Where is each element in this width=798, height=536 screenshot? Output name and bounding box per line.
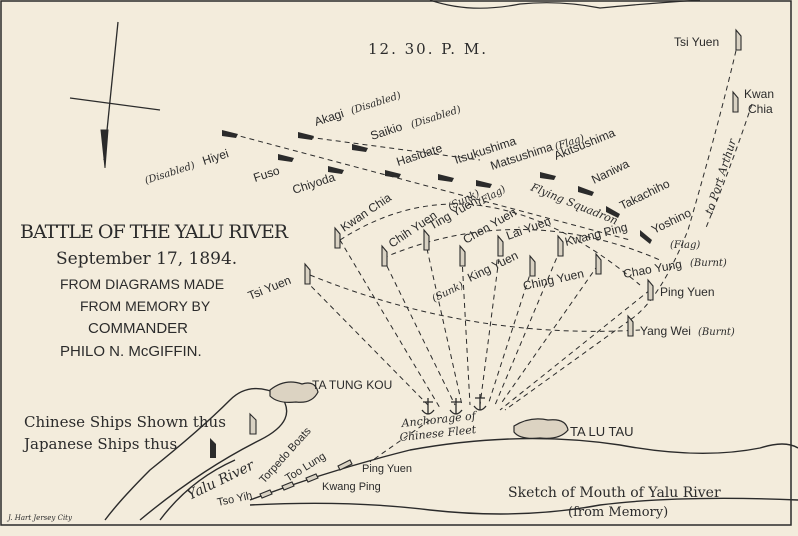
ship-kwan-chia: [334, 226, 341, 249]
label-ping-yuen: Ping Yuen: [660, 285, 715, 299]
ship-hiyei: [222, 130, 238, 138]
ship-chen-yuen: [497, 234, 504, 257]
ship-tsi-yuen: [304, 262, 311, 285]
ship-saikio: [352, 144, 368, 152]
ship-matsushima: [476, 180, 492, 188]
legend-chinese-ship: [249, 412, 257, 435]
top-coastline: [429, 0, 701, 9]
label-chao-yung-note: (Burnt): [690, 258, 727, 269]
ship-king-yuen: [459, 244, 466, 267]
compass-icon: [69, 21, 161, 169]
ship-itsukushima: [438, 174, 454, 182]
engraver-credit: J. Hart Jersey City: [6, 514, 73, 522]
ta-lu-tau-island: [513, 418, 569, 439]
ship-chiyoda: [328, 166, 344, 174]
ship-kwan-chia-top: [732, 90, 739, 113]
ship-yang-wei: [627, 314, 634, 337]
legend-chinese-label: Chinese Ships Shown thus: [24, 413, 226, 431]
ta-tung-kou-island: [269, 381, 319, 403]
sketch-subtitle: (from Memory): [568, 505, 668, 520]
place-ta-tung-kou: TA TUNG KOU: [312, 378, 392, 392]
ship-kwang-ping: [595, 252, 602, 275]
title-line-4: PHILO N. McGIFFIN.: [60, 343, 202, 360]
ship-yoshino: [640, 230, 652, 244]
ship-chih-yuen: [423, 228, 430, 251]
torpedo-boat-1: [259, 489, 273, 499]
place-ping-yuen-boat: Ping Yuen: [362, 463, 412, 475]
chinese-ships: [249, 28, 742, 499]
title-date: September 17, 1894.: [56, 249, 237, 269]
title-line-1: FROM DIAGRAMS MADE: [60, 276, 224, 292]
title-main: BATTLE OF THE YALU RIVER: [20, 221, 289, 243]
title-line-2: FROM MEMORY BY: [80, 298, 211, 314]
ship-naniwa: [578, 186, 594, 196]
place-ta-lu-tau: TA LU TAU: [570, 424, 634, 439]
boat-ping-yuen: [337, 459, 353, 471]
sketch-title: Sketch of Mouth of Yalu River: [508, 485, 721, 501]
ship-hasidate: [385, 170, 401, 178]
place-kwang-ping-boat: Kwang Ping: [322, 481, 381, 493]
torpedo-boat-2: [281, 481, 295, 491]
ship-fuso: [278, 154, 294, 162]
label-tsi-yuen-top: Tsi Yuen: [674, 35, 719, 49]
ship-tracks: [231, 41, 753, 463]
label-yoshino-note: (Flag): [670, 240, 700, 251]
ship-lai-yuen: [557, 234, 564, 257]
ship-ching-yuen: [529, 254, 536, 277]
label-yang-wei: Yang Wei: [640, 324, 691, 338]
time-label: 12. 30. P. M.: [368, 40, 488, 58]
ship-ting-yuen: [381, 244, 388, 267]
legend-japanese-ship: [210, 438, 216, 458]
ship-chao-yung: [647, 278, 654, 301]
label-kwan-chia-top-2: Chia: [748, 102, 773, 116]
ship-takachiho: [606, 206, 620, 218]
ship-akitsushima: [540, 172, 556, 180]
japanese-ships: [222, 130, 652, 244]
label-kwan-chia-top-1: Kwan: [744, 87, 774, 101]
label-yang-wei-note: (Burnt): [698, 327, 735, 338]
coastline: [104, 387, 798, 521]
ship-akagi: [298, 132, 314, 140]
torpedo-boat-3: [305, 473, 319, 483]
map-frame: [0, 0, 792, 526]
ship-tsi-yuen-top: [735, 28, 742, 51]
legend-japanese-label: Japanese Ships thus: [22, 435, 177, 453]
title-line-3: COMMANDER: [88, 320, 188, 337]
anchor-icon: [421, 394, 487, 415]
